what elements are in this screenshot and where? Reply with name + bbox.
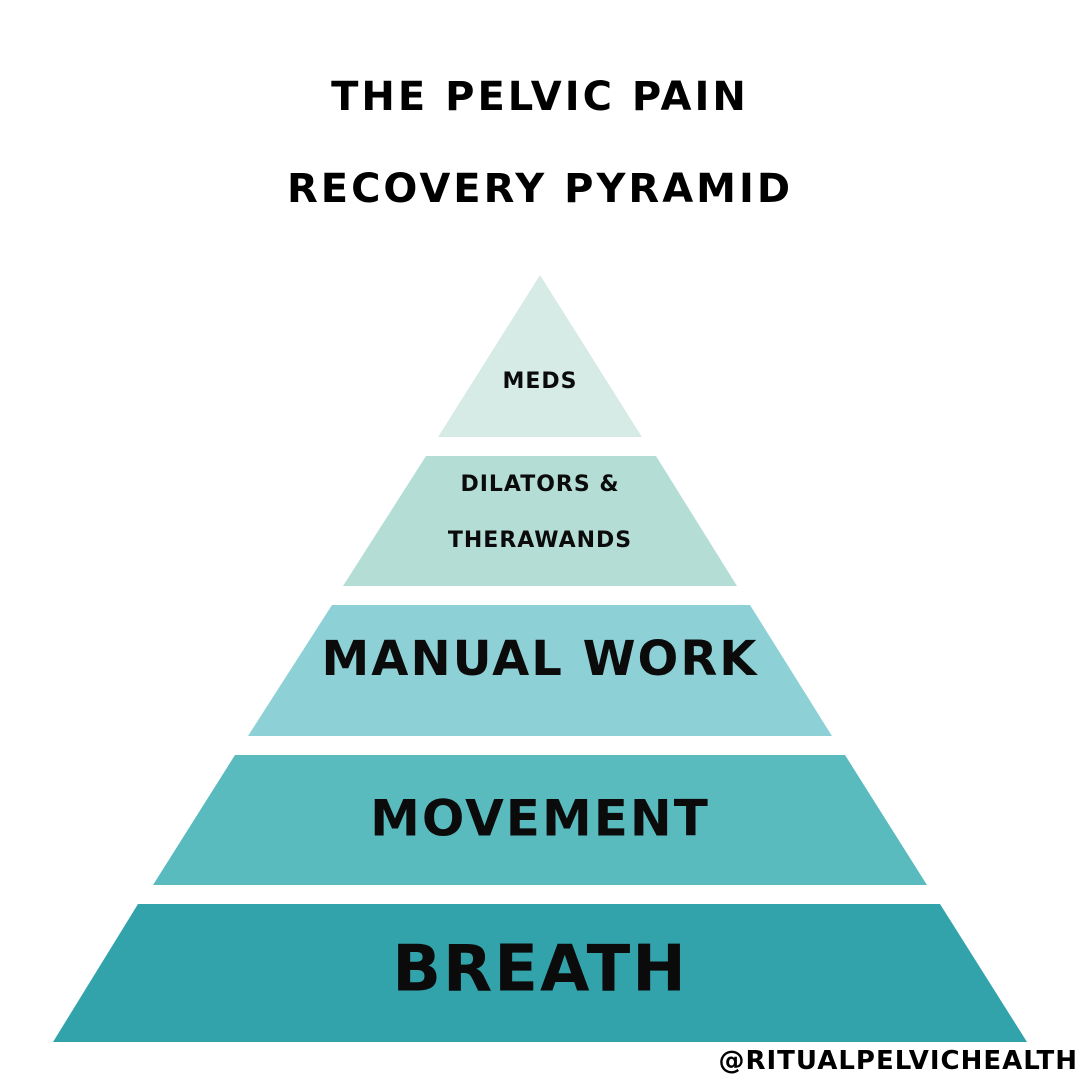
- social-handle: @RITUALPELVICHEALTH: [718, 1046, 1078, 1076]
- tier-label-breath: BREATH: [392, 933, 688, 1007]
- tier-label-manual-work: MANUAL WORK: [322, 631, 759, 687]
- tier-manual-work: [248, 605, 832, 736]
- tier-label-dilators-therawands-1: DILATORS &: [460, 472, 619, 497]
- tier-breath: [53, 904, 1027, 1042]
- tier-label-movement: MOVEMENT: [370, 790, 710, 848]
- tier-meds: [438, 275, 642, 437]
- tier-label-meds: MEDS: [502, 369, 577, 394]
- tier-dilators-therawands: [343, 456, 737, 586]
- tier-label-dilators-therawands-2: THERAWANDS: [448, 528, 632, 553]
- page-title-line-1: THE PELVIC PAIN: [331, 74, 749, 120]
- tier-movement: [153, 755, 927, 885]
- page-title-line-2: RECOVERY PYRAMID: [286, 166, 794, 212]
